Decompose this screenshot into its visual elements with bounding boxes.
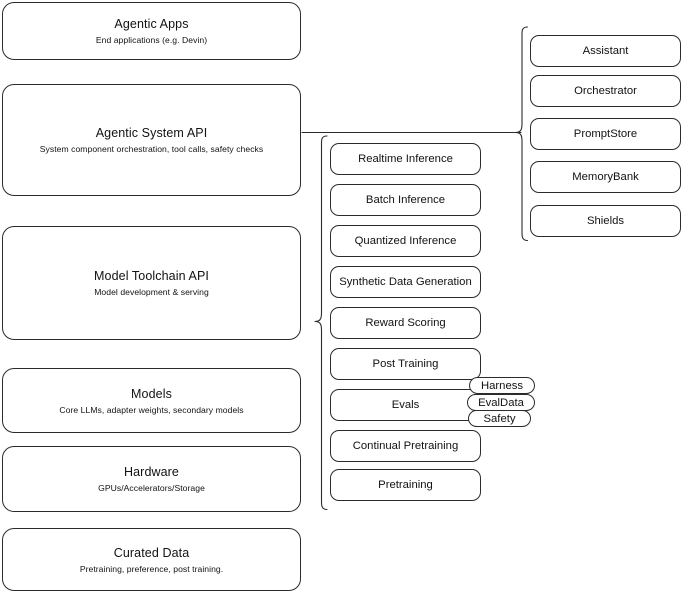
component-box-shields[interactable]: Shields — [530, 205, 681, 237]
component-box-memorybank[interactable]: MemoryBank — [530, 161, 681, 193]
layer-subtitle: GPUs/Accelerators/Storage — [98, 483, 205, 493]
layer-subtitle: Pretraining, preference, post training. — [79, 563, 224, 574]
capability-label: Quantized Inference — [354, 235, 457, 247]
layer-title: Curated Data — [113, 545, 190, 560]
capability-label: Batch Inference — [365, 194, 446, 206]
layer-title: Agentic System API — [95, 126, 208, 140]
component-box-orchestrator[interactable]: Orchestrator — [530, 75, 681, 107]
evals-pill-harness[interactable]: Harness — [469, 377, 535, 394]
layer-title: Models — [131, 386, 172, 401]
component-label: MemoryBank — [572, 171, 639, 183]
capability-box-realtime-inference[interactable]: Realtime Inference — [330, 143, 481, 175]
layer-title: Hardware — [124, 465, 179, 479]
brace-toolchain-capabilities — [314, 135, 328, 511]
component-label: Assistant — [582, 45, 629, 57]
component-box-assistant[interactable]: Assistant — [530, 35, 681, 67]
layer-subtitle: End applications (e.g. Devin) — [95, 35, 208, 45]
capability-label: Post Training — [372, 358, 439, 370]
capability-box-synthetic-data-generation[interactable]: Synthetic Data Generation — [330, 266, 481, 298]
evals-pill-safety[interactable]: Safety — [468, 410, 531, 427]
layer-box-model-toolchain-api[interactable]: Model Toolchain API Model development & … — [2, 226, 301, 340]
capability-box-reward-scoring[interactable]: Reward Scoring — [330, 307, 481, 339]
capability-label: Reward Scoring — [365, 317, 446, 329]
capability-box-continual-pretraining[interactable]: Continual Pretraining — [330, 430, 481, 462]
layer-box-curated-data[interactable]: Curated Data Pretraining, preference, po… — [2, 528, 301, 591]
layer-box-agentic-system-api[interactable]: Agentic System API System component orch… — [2, 84, 301, 196]
capability-label: Continual Pretraining — [352, 440, 459, 452]
component-box-promptstore[interactable]: PromptStore — [530, 118, 681, 150]
layer-subtitle: Model development & serving — [94, 287, 209, 297]
layer-subtitle: Core LLMs, adapter weights, secondary mo… — [59, 404, 244, 415]
capability-box-quantized-inference[interactable]: Quantized Inference — [330, 225, 481, 257]
capability-box-evals[interactable]: Evals — [330, 389, 481, 421]
component-label: Shields — [586, 215, 625, 227]
layer-box-hardware[interactable]: Hardware GPUs/Accelerators/Storage — [2, 446, 301, 512]
layer-box-models[interactable]: Models Core LLMs, adapter weights, secon… — [2, 368, 301, 433]
capability-label: Evals — [391, 399, 420, 411]
brace-system-components — [514, 26, 529, 242]
capability-box-post-training[interactable]: Post Training — [330, 348, 481, 380]
layer-title: Model Toolchain API — [94, 269, 209, 283]
capability-label: Synthetic Data Generation — [339, 276, 472, 288]
layer-subtitle: System component orchestration, tool cal… — [39, 144, 264, 154]
layer-box-agentic-apps[interactable]: Agentic Apps End applications (e.g. Devi… — [2, 2, 301, 60]
evals-pill-evaldata[interactable]: EvalData — [467, 394, 535, 411]
layer-title: Agentic Apps — [114, 17, 189, 31]
capability-label: Pretraining — [378, 479, 433, 491]
evals-pill-label: EvalData — [478, 396, 524, 409]
capability-box-pretraining[interactable]: Pretraining — [330, 469, 481, 501]
component-label: PromptStore — [573, 128, 638, 140]
component-label: Orchestrator — [574, 85, 637, 97]
evals-pill-label: Safety — [483, 412, 516, 425]
evals-pill-label: Harness — [480, 379, 524, 392]
capability-box-batch-inference[interactable]: Batch Inference — [330, 184, 481, 216]
capability-label: Realtime Inference — [358, 153, 453, 165]
